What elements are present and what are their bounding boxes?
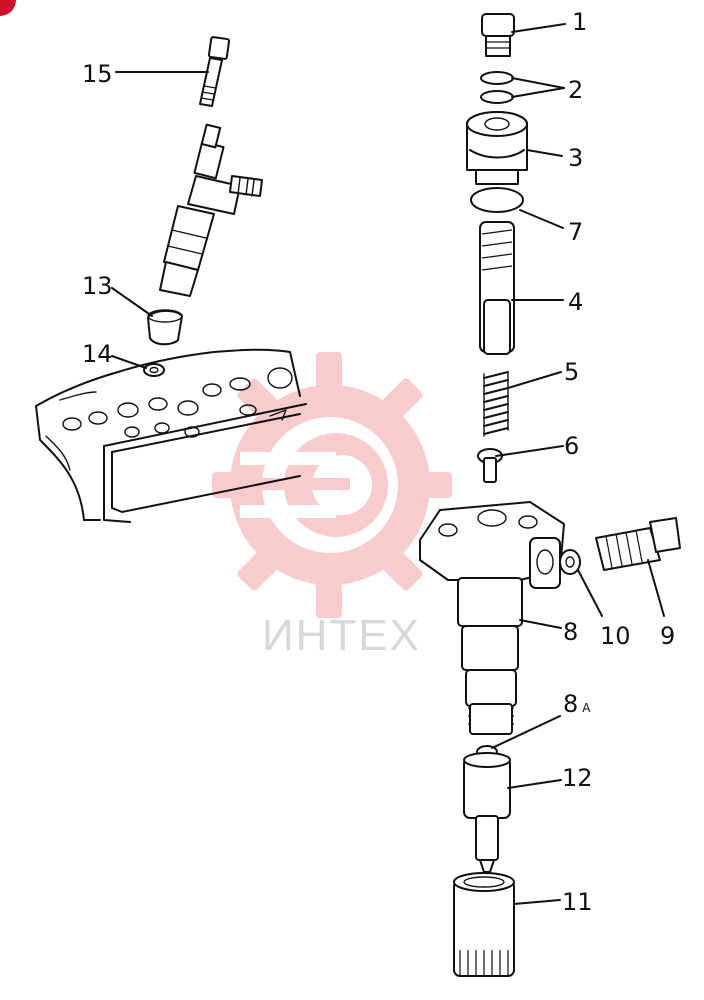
callout-5: 5 (564, 358, 579, 386)
part-bolt-1 (481, 13, 515, 57)
cylinder-head-drawing (35, 348, 307, 523)
corner-badge (0, 0, 16, 16)
callout-13: 13 (82, 272, 113, 300)
part-connector-9 (595, 517, 681, 571)
nozzle-cap-part (147, 309, 183, 346)
callout-12: 12 (562, 764, 593, 792)
callout-6: 6 (564, 432, 579, 460)
callout-9: 9 (660, 622, 675, 650)
callout-4: 4 (568, 288, 583, 316)
part-pin-6 (477, 448, 503, 483)
callout-8a-suffix: A (582, 701, 591, 715)
part-rod-4 (479, 221, 515, 355)
watermark-text: ИНТЕХ (262, 611, 421, 660)
callout-10: 10 (600, 622, 631, 650)
part-body-8 (419, 501, 565, 735)
leader-lines (111, 23, 665, 905)
callout-1: 1 (572, 8, 587, 36)
injector-bolt (199, 36, 231, 107)
watermark-logo (212, 352, 452, 618)
callout-2: 2 (568, 76, 583, 104)
small-washer-part (143, 363, 165, 377)
part-nozzle-12 (463, 752, 511, 873)
callout-3: 3 (568, 144, 583, 172)
part-oring-7 (470, 187, 524, 213)
part-rings-2 (480, 71, 514, 104)
callout-8a-number: 8 (563, 690, 578, 718)
part-cap-11 (453, 872, 515, 977)
callout-7: 7 (568, 218, 583, 246)
callout-14: 14 (82, 340, 113, 368)
callout-8: 8 (563, 618, 578, 646)
part-nut-3 (466, 111, 528, 185)
callout-11: 11 (562, 888, 593, 916)
part-spring-5 (483, 371, 509, 437)
callout-15: 15 (82, 60, 113, 88)
part-washer-10 (559, 549, 581, 575)
assembled-injector (159, 123, 263, 297)
